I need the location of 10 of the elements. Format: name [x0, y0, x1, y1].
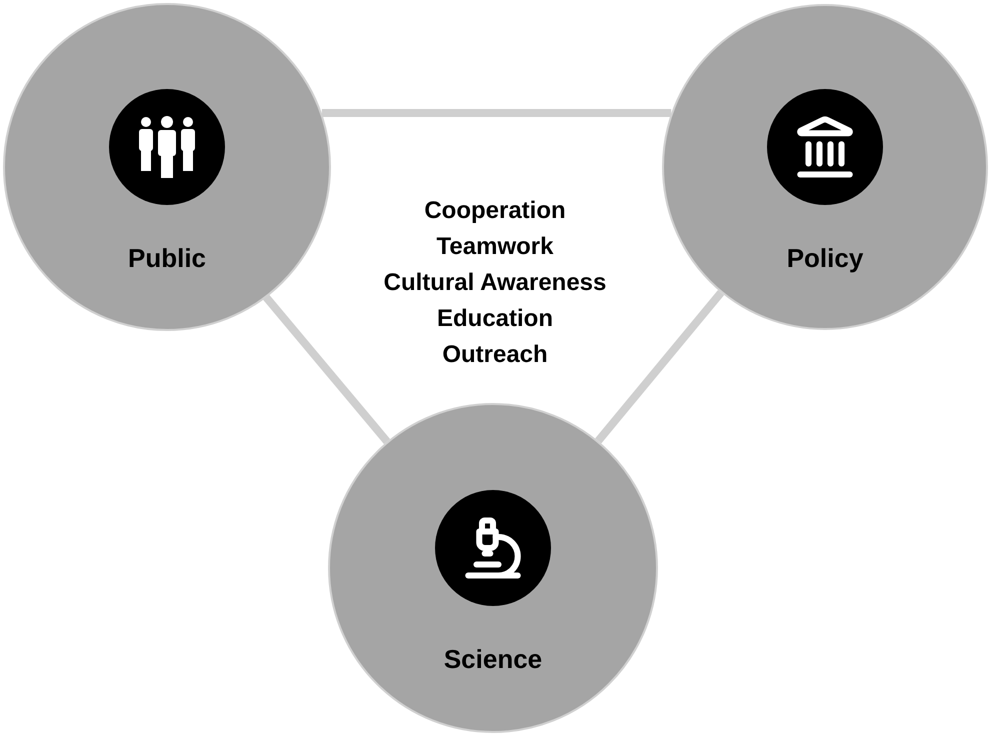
value-text: Teamwork	[436, 232, 554, 262]
value-text: Outreach	[442, 340, 548, 370]
value-text: Cooperation	[424, 196, 566, 226]
connector-line	[322, 109, 672, 117]
connector-line	[595, 290, 724, 444]
node-label: Public	[126, 243, 207, 273]
node-label: Science	[442, 644, 544, 674]
value-text: Education	[436, 304, 553, 334]
node-label: Policy	[786, 243, 864, 273]
value-text: Cultural Awareness	[384, 268, 606, 298]
